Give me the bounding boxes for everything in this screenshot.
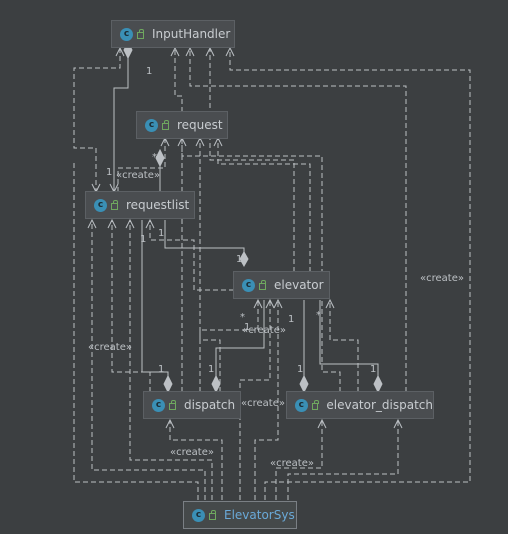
create-stereotype-label: «create» [170,447,214,458]
arrowhead [253,298,263,309]
arrowhead [317,418,327,429]
multiplicity-label: * [316,310,321,321]
comp-dispatch-elevator [215,300,265,380]
arrowhead [107,218,117,229]
arrowhead [265,298,275,309]
class-name: dispatch [184,398,236,412]
dep-elevator-requestlist [149,220,234,291]
dep-elevatorsys-requestlist [91,220,206,500]
dep-dispatch-request [199,138,221,392]
dep-elevatorsys-elevatordispatch-2 [287,420,399,500]
class-elevator[interactable]: c elevator [233,271,330,299]
multiplicity-label: 1 [236,254,242,265]
multiplicity-label: 1 [106,167,112,178]
multiplicity-label: 1 [208,364,214,375]
lock-icon [311,399,319,410]
multiplicity-label: 1 [140,234,146,245]
class-dispatch[interactable]: c dispatch [143,391,241,419]
lock-icon [111,199,118,210]
dep-dispatch-elevator [199,300,259,392]
lock-icon [209,509,216,520]
class-elevator-sys[interactable]: c ElevatorSys [183,501,297,529]
arrowhead [170,46,180,57]
create-stereotype-label: «create» [242,325,286,336]
composition-diamond [211,374,221,394]
dep-elevatorsys-elevator [239,300,271,500]
multiplicity-label: 1 [146,66,152,77]
multiplicity-label: * [240,312,245,323]
dep-elevatorsys-inputhandler-left [73,160,199,500]
create-stereotype-label: «create» [88,342,132,353]
class-icon: c [120,27,133,41]
class-name: elevator_dispatch [326,398,433,412]
lock-icon [259,279,266,290]
dep-elevatordispatch-request [181,138,341,392]
lock-icon [137,28,144,39]
multiplicity-label: 1 [288,314,294,325]
multiplicity-label: 1 [244,322,250,333]
arrowhead [273,298,283,309]
class-icon: c [145,118,158,132]
dep-inputhandler-requestlist [73,48,121,192]
class-requestlist[interactable]: c requestlist [85,191,195,219]
class-icon: c [94,198,107,212]
create-stereotype-label: «create» [270,458,314,469]
arrowhead [165,418,175,429]
arrowhead [393,418,403,429]
class-icon: c [152,398,165,412]
dep-elevatorsys-dispatch [169,420,223,500]
composition-diamond [373,374,383,394]
class-input-handler[interactable]: c InputHandler [111,20,235,48]
arrowhead [87,218,97,229]
dep-requestlist-request [117,138,166,192]
dep-elevatorsys-inputhandler-right [229,48,471,500]
dep-elevatorsys-requestlist-2 [129,220,213,500]
lock-icon [169,399,176,410]
dep-elevatorsys-elevatordispatch [275,420,323,500]
arrowhead [185,46,195,57]
arrowhead [125,218,135,229]
arrowhead [115,46,125,57]
class-elevator-dispatch[interactable]: c elevator_dispatch [286,391,434,419]
multiplicity-label: 1 [158,228,164,239]
class-name: request [177,118,223,132]
class-icon: c [242,278,255,292]
arrowhead [145,218,155,229]
dep-dispatch-inputhandler [174,48,183,392]
comp-inputhandler-requestlist [113,50,129,192]
arrowhead [325,298,335,309]
class-name: ElevatorSys [224,508,295,522]
composition-diamond [163,374,173,394]
class-icon: c [295,398,308,412]
composition-diamond [239,250,249,268]
dep-dispatch-requestlist [111,220,151,392]
composition-diamond [155,148,165,168]
comp-elevatordispatch-elevator-2 [319,300,379,380]
create-stereotype-label: «create» [116,170,160,181]
class-request[interactable]: c request [136,111,228,139]
class-name: requestlist [126,198,190,212]
class-icon: c [192,508,205,522]
class-name: elevator [274,278,324,292]
create-stereotype-label: «create» [241,398,285,409]
dep-elevatorsys-elevator-2 [254,300,279,500]
arrowhead [225,46,235,57]
arrowhead [205,46,215,57]
multiplicity-label: 1 [370,364,376,375]
multiplicity-label: * [152,152,157,163]
dep-elevatordispatch-inputhandler [189,48,407,392]
dep-elevator-inputhandler [209,48,295,272]
composition-diamond [299,374,309,394]
multiplicity-label: 1 [297,364,303,375]
multiplicity-label: 1 [158,364,164,375]
comp-elevator-requestlist [164,220,245,262]
create-stereotype-label: «create» [420,273,464,284]
lock-icon [162,119,169,130]
dep-elevatordispatch-elevator [329,300,359,392]
class-name: InputHandler [152,27,231,41]
dep-elevator-request [217,138,311,272]
